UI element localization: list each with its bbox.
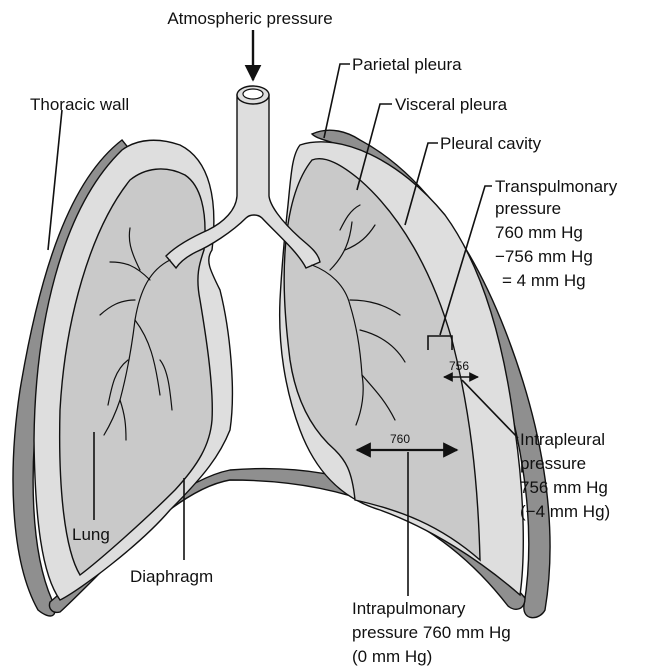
measure-756-label: 756 [449, 359, 469, 373]
parietal-pleura-leader [324, 64, 350, 138]
measure-760-label: 760 [390, 432, 410, 446]
visceral-pleura-label: Visceral pleura [395, 95, 508, 114]
intrapulmonary-pressure-label: Intrapulmonary pressure 760 mm Hg (0 mm … [352, 599, 511, 666]
svg-text:756 mm Hg: 756 mm Hg [520, 478, 608, 497]
atmospheric-pressure-label: Atmospheric pressure [167, 9, 332, 28]
parietal-pleura-label: Parietal pleura [352, 55, 462, 74]
svg-text:pressure 760 mm Hg: pressure 760 mm Hg [352, 623, 511, 642]
svg-text:Intrapleural: Intrapleural [520, 430, 605, 449]
lung-label: Lung [72, 525, 110, 544]
thoracic-wall-label: Thoracic wall [30, 95, 129, 114]
svg-text:pressure: pressure [520, 454, 586, 473]
transpulmonary-pressure-label: Transpulmonary pressure 760 mm Hg −756 m… [495, 177, 618, 290]
svg-text:−756 mm Hg: −756 mm Hg [495, 247, 593, 266]
diaphragm-label: Diaphragm [130, 567, 213, 586]
pleural-cavity-label: Pleural cavity [440, 134, 542, 153]
svg-text:Intrapulmonary: Intrapulmonary [352, 599, 466, 618]
thoracic-wall-leader [48, 110, 62, 250]
svg-text:(0 mm Hg): (0 mm Hg) [352, 647, 432, 666]
svg-text:= 4 mm Hg: = 4 mm Hg [502, 271, 586, 290]
svg-text:(−4 mm Hg): (−4 mm Hg) [520, 502, 610, 521]
svg-text:Transpulmonary: Transpulmonary [495, 177, 618, 196]
svg-text:pressure: pressure [495, 199, 561, 218]
svg-text:760 mm Hg: 760 mm Hg [495, 223, 583, 242]
